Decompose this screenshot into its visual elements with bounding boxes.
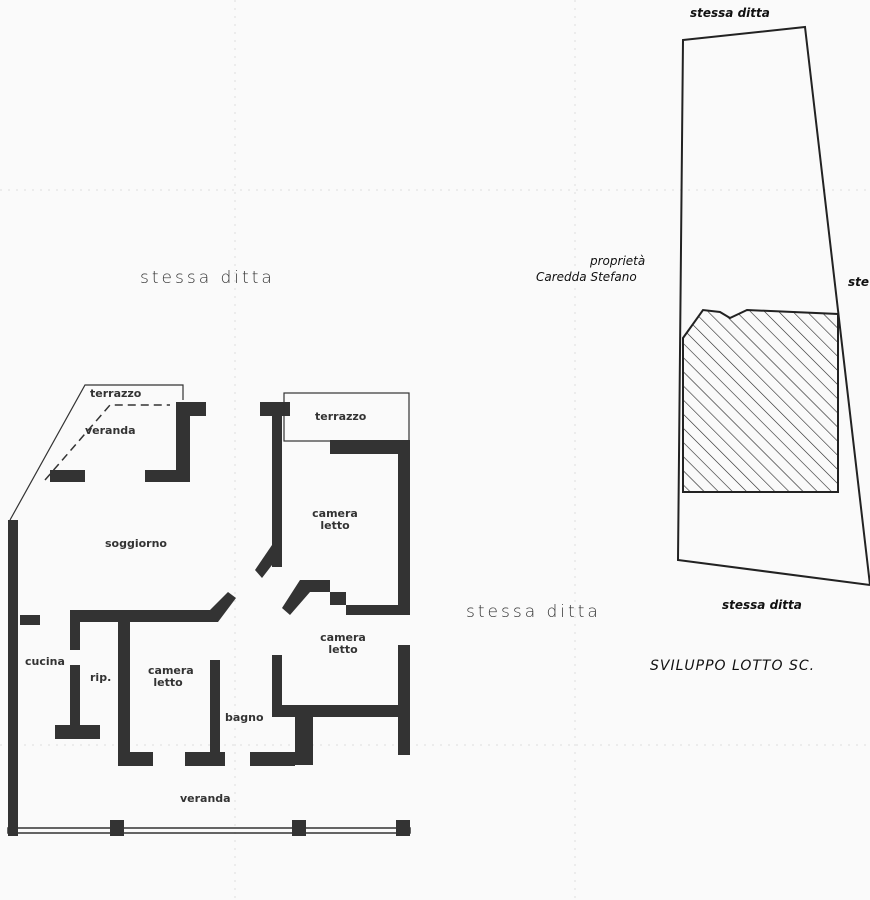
- room-label-camera-right: camera letto: [320, 631, 366, 656]
- lot-top-label: stessa ditta: [690, 6, 770, 20]
- lot-caption: SVILUPPO LOTTO SC.: [650, 658, 816, 674]
- lot-owner-label-2: Caredda Stefano: [536, 270, 637, 284]
- room-label-cucina: cucina: [25, 655, 65, 668]
- room-label-veranda-top: veranda: [85, 424, 136, 437]
- room-label-terrazzo-top: terrazzo: [90, 387, 142, 400]
- room-label-soggiorno: soggiorno: [105, 537, 167, 550]
- apartment-plan: [7, 384, 411, 836]
- room-label-camera-top: camera letto: [312, 507, 358, 532]
- lot-owner-label-1: proprietà: [590, 254, 646, 268]
- neighbor-label-left: stessa ditta: [140, 268, 275, 288]
- room-label-rip: rip.: [90, 671, 112, 684]
- room-label-bagno: bagno: [225, 711, 264, 724]
- lot-bottom-label: stessa ditta: [722, 598, 802, 612]
- lot-plan: [676, 25, 870, 587]
- room-label-camera-mid: camera letto: [148, 664, 194, 689]
- lot-right-label: ste: [848, 275, 870, 289]
- room-label-veranda-bottom: veranda: [180, 792, 231, 805]
- neighbor-label-center: stessa ditta: [466, 602, 601, 622]
- room-label-terrazzo-right: terrazzo: [315, 410, 367, 423]
